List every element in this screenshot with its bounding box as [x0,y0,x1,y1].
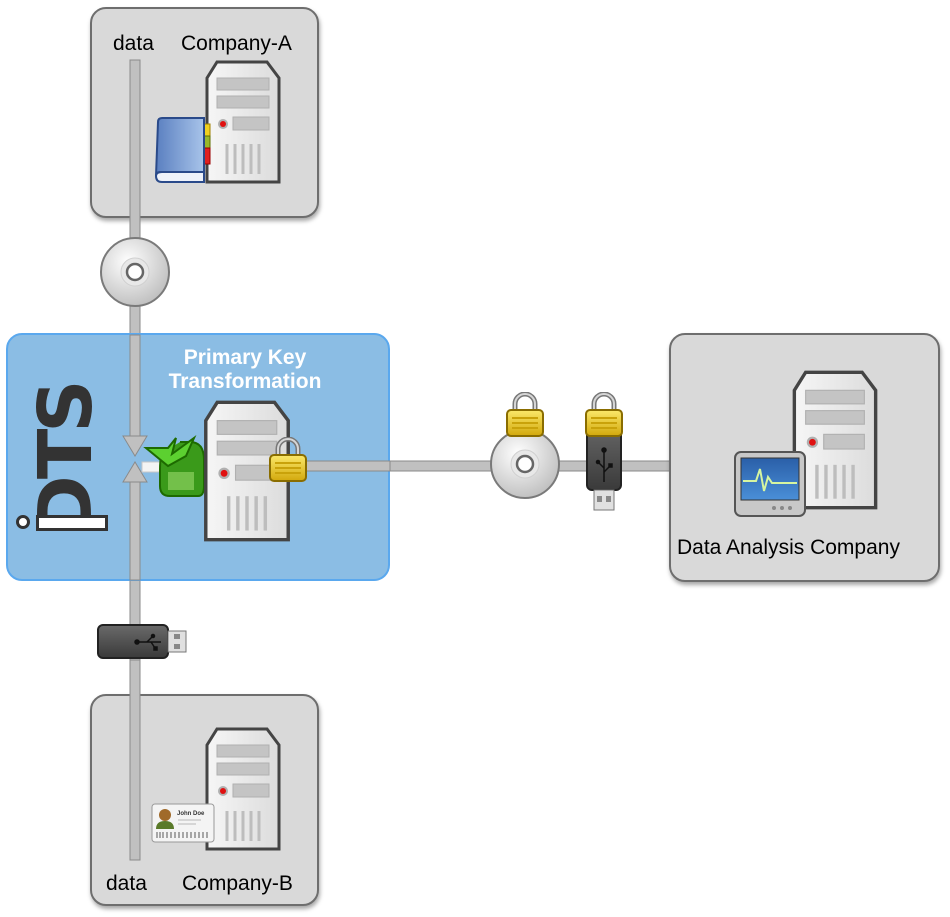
company-b-name: Company-B [182,872,293,895]
encrypted-usb-icon [586,419,622,511]
company-b-data-label: data [106,872,147,895]
id-card-icon: John Doe [151,803,215,843]
company-b-node [90,694,319,906]
svg-text:John Doe: John Doe [177,811,205,817]
company-b-server-icon [205,727,281,851]
company-a-name: Company-A [181,32,292,55]
monitor-icon [734,451,806,517]
dts-logo: DTS [16,378,109,538]
company-a-data-label: data [113,32,154,55]
book-icon [155,117,211,183]
transform-title-line2: Transformation [168,370,322,393]
transform-title: Primary Key Transformation [150,346,340,394]
transform-title-line1: Primary Key [183,346,307,369]
recycle-icon [143,434,205,497]
logo-dot [16,515,30,529]
data-analysis-company-name: Data Analysis Company [677,536,900,559]
usb-drive-icon [97,624,187,659]
logo-bar [36,515,108,531]
